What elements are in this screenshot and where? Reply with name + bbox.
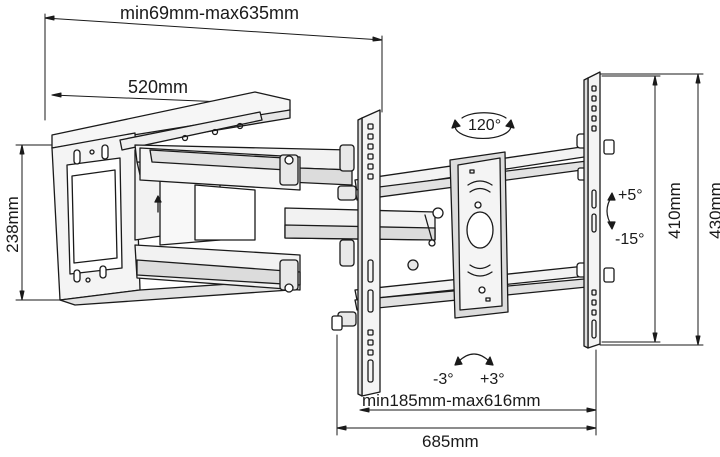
top-range-dimension: min69mm-max635mm xyxy=(120,3,300,23)
tilt-down-label: -15° xyxy=(615,231,645,248)
center-tilt-plate xyxy=(449,151,509,319)
bottom-width-dimension: 685mm xyxy=(422,432,479,451)
bottom-range-dimension: min185mm-max616mm xyxy=(362,391,541,410)
bracket-outer-height-dimension: 430mm xyxy=(705,182,720,239)
level-right-label: +3° xyxy=(480,371,505,388)
level-left-label: -3° xyxy=(433,371,454,388)
right-vertical-bracket xyxy=(583,71,601,349)
tilt-up-label: +5° xyxy=(618,187,643,204)
wall-plate-height-dimension: 238mm xyxy=(2,196,22,253)
wall-plate xyxy=(51,91,291,306)
arm-length-dimension: 520mm xyxy=(128,77,189,97)
left-vertical-bracket xyxy=(357,109,381,397)
rotation-arrows xyxy=(451,112,616,366)
articulating-arms xyxy=(134,144,444,293)
bracket-inner-height-dimension: 410mm xyxy=(664,182,684,239)
swivel-angle-label: 120° xyxy=(468,117,502,134)
